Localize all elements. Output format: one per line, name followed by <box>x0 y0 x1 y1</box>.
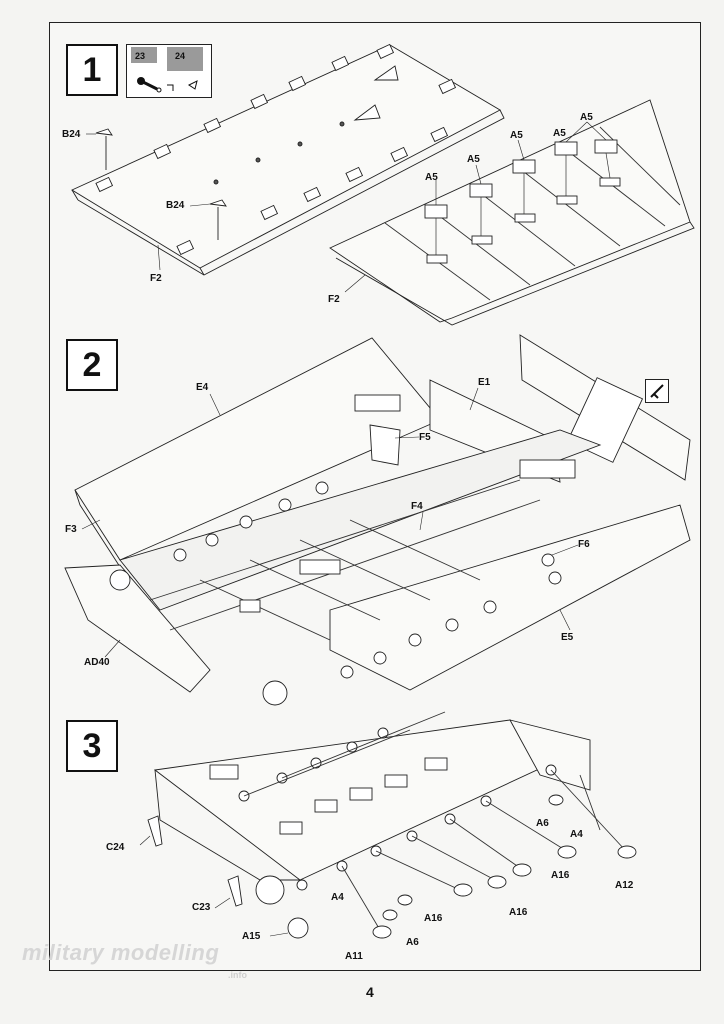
part-label-a5: A5 <box>467 154 480 165</box>
page-number: 4 <box>366 984 374 1000</box>
part-label-a6: A6 <box>536 818 549 829</box>
part-label-e4: E4 <box>196 382 209 393</box>
step-number-2: 2 <box>66 339 118 391</box>
part-label-a12: A12 <box>615 880 634 891</box>
step-number-label: 3 <box>82 726 102 765</box>
tab-24-indicator <box>167 47 203 71</box>
part-label-c24: C24 <box>106 842 125 853</box>
part-label-f3: F3 <box>65 524 77 535</box>
watermark-sub: .info <box>228 970 247 980</box>
cement-icon <box>645 379 669 403</box>
part-label-a5: A5 <box>580 112 593 123</box>
tab-23-label: 23 <box>135 51 146 61</box>
part-label-e5: E5 <box>561 632 574 643</box>
part-label-a5: A5 <box>510 130 523 141</box>
part-label-ad40: AD40 <box>84 657 110 668</box>
part-label-c23: C23 <box>192 902 211 913</box>
step-number-1: 1 <box>66 44 118 96</box>
part-label-f2: F2 <box>150 273 162 284</box>
tab-23-indicator <box>131 47 157 63</box>
part-label-a15: A15 <box>242 931 261 942</box>
part-label-a16: A16 <box>509 907 528 918</box>
part-label-f4: F4 <box>411 501 423 512</box>
tool-reference-box: 23 24 <box>126 44 212 98</box>
part-label-a5: A5 <box>553 128 566 139</box>
step-number-label: 1 <box>82 50 102 89</box>
knife-cut-icon <box>137 77 198 93</box>
part-label-a4: A4 <box>331 892 344 903</box>
part-label-a6: A6 <box>406 937 419 948</box>
part-label-a16: A16 <box>551 870 570 881</box>
watermark-text: military modelling <box>22 940 220 965</box>
part-label-a11: A11 <box>345 951 363 962</box>
part-label-a16: A16 <box>424 913 443 924</box>
part-label-f5: F5 <box>419 432 431 443</box>
part-label-f2: F2 <box>328 294 340 305</box>
part-label-a4: A4 <box>570 829 583 840</box>
part-label-b24: B24 <box>166 200 185 211</box>
part-label-a5: A5 <box>425 172 438 183</box>
step-number-3: 3 <box>66 720 118 772</box>
tab-24-label: 24 <box>175 51 186 61</box>
step-number-label: 2 <box>82 345 102 384</box>
part-label-b24: B24 <box>62 129 81 140</box>
part-label-f6: F6 <box>578 539 590 550</box>
part-label-e1: E1 <box>478 377 491 388</box>
